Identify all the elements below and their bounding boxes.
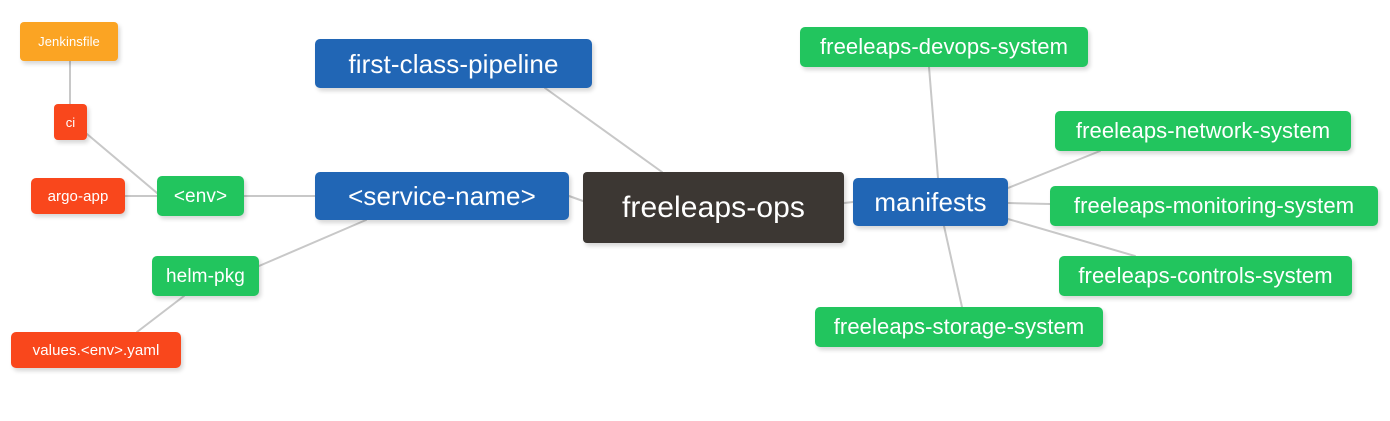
mindmap-node-freeleaps-ops[interactable]: freeleaps-ops (583, 172, 844, 243)
edge-helm-pkg-to-service-name (258, 219, 367, 267)
mindmap-node-values-yaml[interactable]: values.<env>.yaml (11, 332, 181, 368)
mindmap-node-manifests[interactable]: manifests (853, 178, 1008, 226)
mindmap-node-freeleaps-storage-system[interactable]: freeleaps-storage-system (815, 307, 1103, 347)
edge-freeleaps-ops-to-manifests (843, 201, 854, 204)
mindmap-node-freeleaps-network-system[interactable]: freeleaps-network-system (1055, 111, 1351, 151)
mindmap-node-argo-app[interactable]: argo-app (31, 178, 125, 214)
edge-manifests-to-freeleaps-storage-system (943, 225, 963, 308)
mindmap-node-freeleaps-monitoring-system[interactable]: freeleaps-monitoring-system (1050, 186, 1378, 226)
edge-manifests-to-freeleaps-devops-system (928, 66, 939, 179)
edge-manifests-to-freeleaps-monitoring-system (1007, 202, 1051, 205)
edge-values-yaml-to-helm-pkg (136, 295, 185, 333)
mindmap-node-freeleaps-controls-system[interactable]: freeleaps-controls-system (1059, 256, 1352, 296)
mindmap-node-first-class-pipeline[interactable]: first-class-pipeline (315, 39, 592, 88)
mindmap-node-helm-pkg[interactable]: helm-pkg (152, 256, 259, 296)
mindmap-node-service-name[interactable]: <service-name> (315, 172, 569, 220)
edge-manifests-to-freeleaps-network-system (1007, 150, 1101, 189)
mindmap-node-ci[interactable]: ci (54, 104, 87, 140)
mindmap-node-freeleaps-devops-system[interactable]: freeleaps-devops-system (800, 27, 1088, 67)
mindmap-node-env[interactable]: <env> (157, 176, 244, 216)
edge-first-class-pipeline-to-freeleaps-ops (544, 87, 663, 173)
mindmap-node-jenkinsfile[interactable]: Jenkinsfile (20, 22, 118, 61)
edge-service-name-to-freeleaps-ops (568, 195, 584, 202)
